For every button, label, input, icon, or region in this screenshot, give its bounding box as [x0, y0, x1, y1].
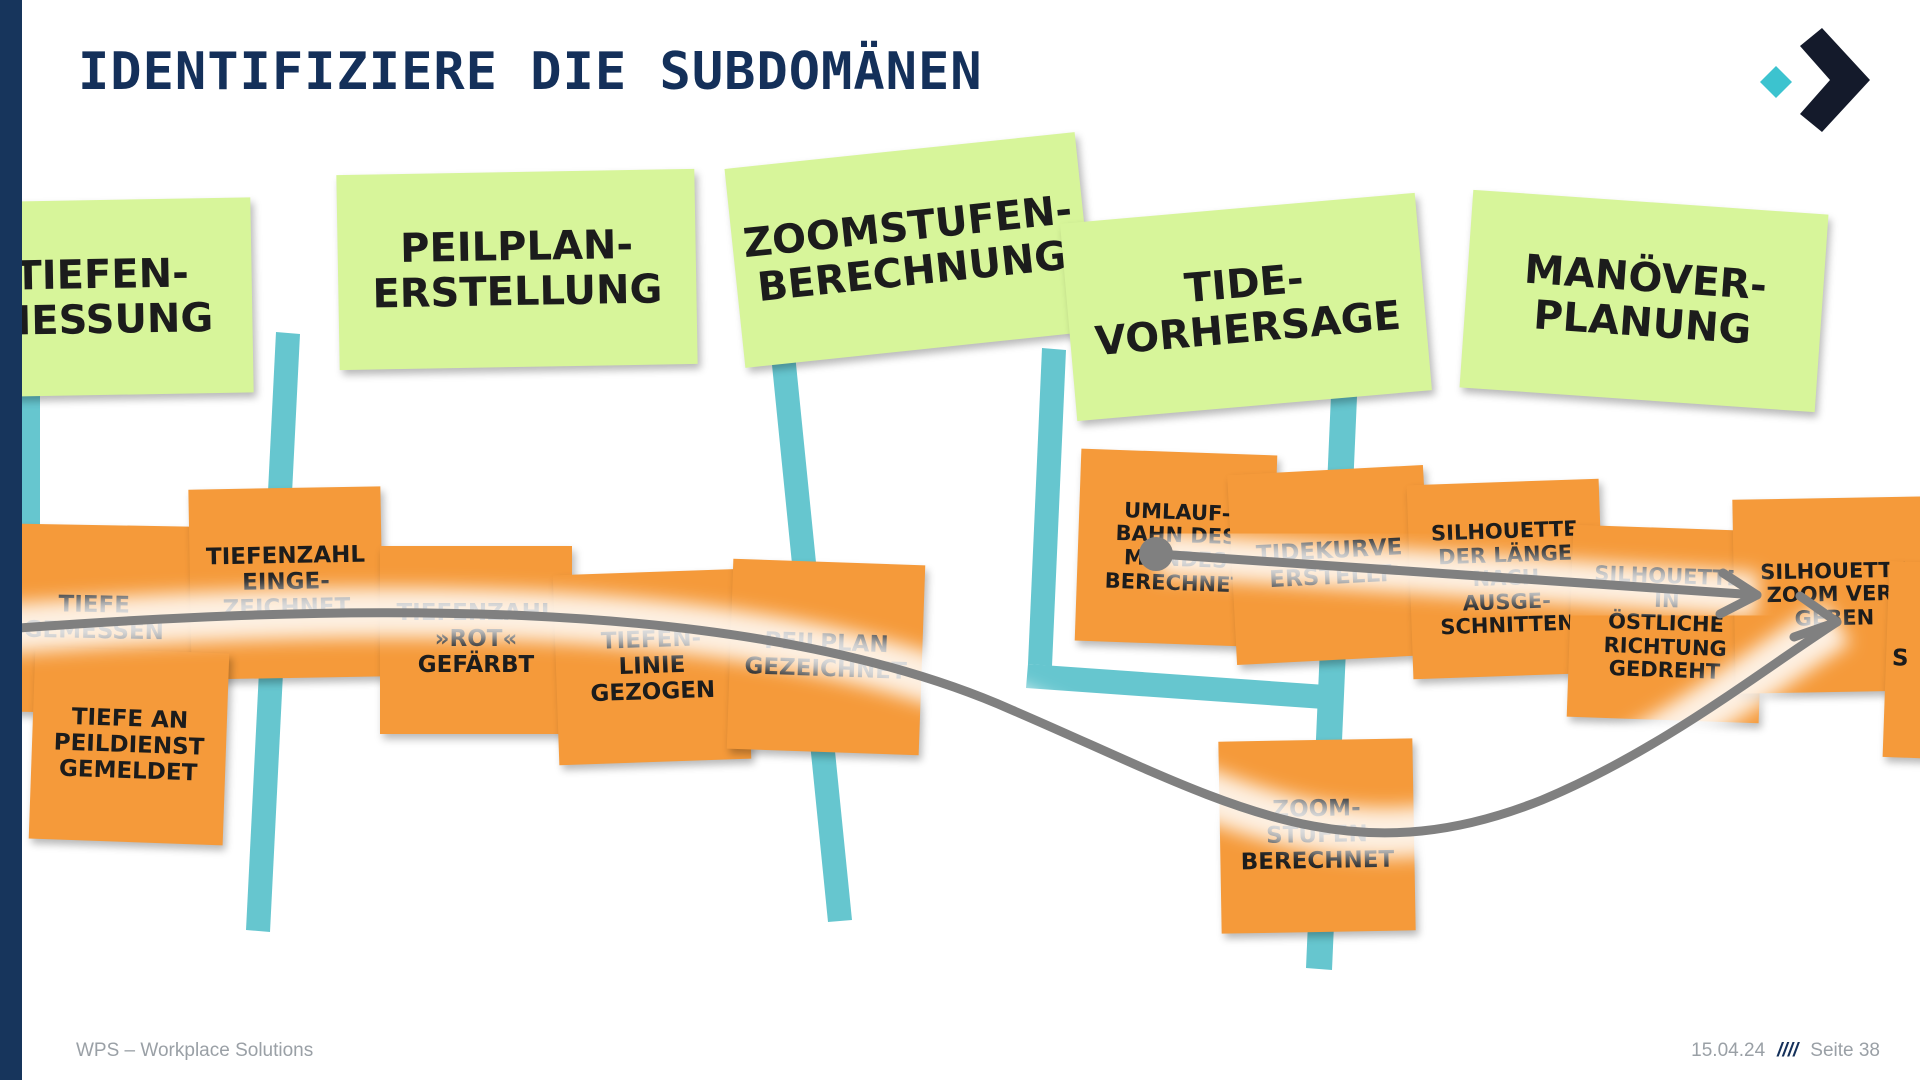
footer-page-number: Seite 38	[1810, 1040, 1880, 1061]
boundary-line	[1026, 664, 1340, 710]
footer-meta: 15.04.24 //// Seite 38	[1691, 1040, 1880, 1062]
slide-title: IDENTIFIZIERE DIE SUBDOMÄNEN	[78, 42, 983, 102]
flow-arrow	[22, 608, 1842, 838]
footer-date: 15.04.24	[1691, 1040, 1766, 1061]
footer-company: WPS – Workplace Solutions	[76, 1040, 314, 1061]
event-storming-board: TIEFEN- MESSUNG PEILPLAN- ERSTELLUNG ZOO…	[22, 110, 1920, 1010]
boundary-line	[1028, 348, 1066, 666]
footer-separator: ////	[1777, 1040, 1799, 1061]
flow-arrow	[1153, 549, 1762, 600]
flow-arrow-head	[1715, 568, 1762, 619]
brand-side-bar	[0, 0, 22, 1080]
flow-arrow-head	[1789, 591, 1842, 642]
flow-start-dot	[1139, 537, 1173, 571]
flow-arrow-glow	[22, 587, 1851, 858]
flow-arrows	[22, 532, 1851, 858]
wps-logo-icon	[1760, 28, 1870, 132]
